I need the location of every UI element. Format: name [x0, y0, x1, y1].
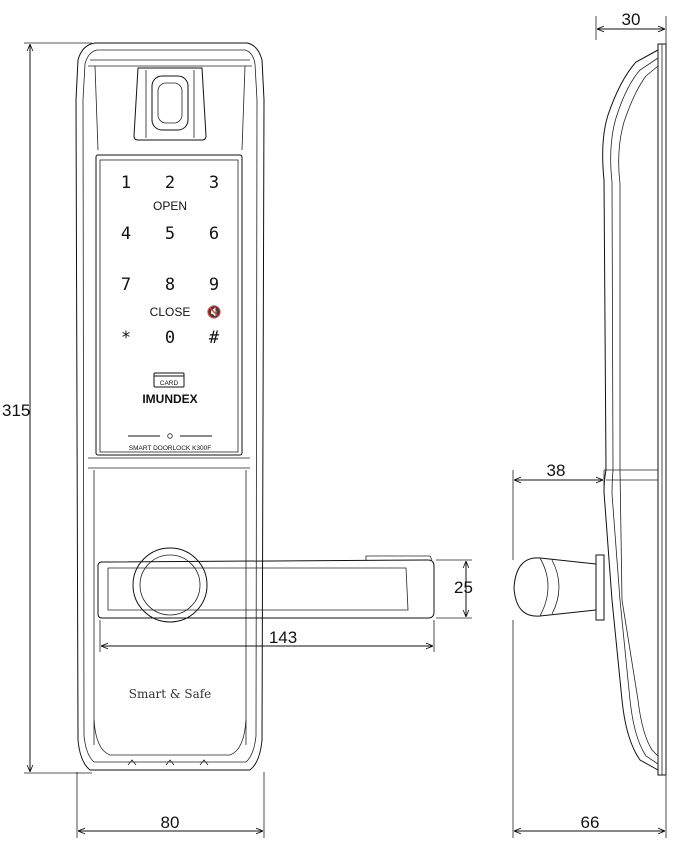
status-indicator [128, 433, 212, 439]
svg-text:38: 38 [547, 461, 566, 480]
dim-height: 315 [2, 42, 92, 774]
side-panel-joint [604, 469, 658, 481]
key-5[interactable]: 5 [165, 224, 175, 244]
svg-text:30: 30 [622, 10, 641, 29]
lower-body-curve [93, 719, 247, 756]
fingerprint-sensor[interactable] [133, 67, 207, 141]
key-4[interactable]: 4 [121, 224, 131, 244]
card-reader-icon: CARD [153, 372, 185, 388]
close-label: CLOSE [150, 305, 191, 319]
top-bevel [88, 59, 252, 67]
key-1[interactable]: 1 [121, 173, 131, 193]
top-bevel-sides [94, 65, 246, 151]
key-star[interactable]: * [121, 328, 131, 348]
svg-text:80: 80 [161, 813, 180, 832]
key-7[interactable]: 7 [121, 275, 131, 295]
lower-body-panel [93, 470, 247, 745]
open-label: OPEN [153, 199, 187, 213]
panel-bottom-band [88, 457, 250, 469]
keypad-keys: 1 2 3 OPEN 4 5 6 7 8 9 CLOSE 🔇 * 0 # [121, 173, 222, 348]
keypad-panel-inner [99, 159, 239, 453]
dim-handle-length: 143 [99, 620, 435, 652]
side-body-profile-inner2 [618, 65, 659, 757]
svg-text:CARD: CARD [160, 380, 179, 387]
dim-depth-total: 66 [512, 620, 667, 838]
key-9[interactable]: 9 [209, 275, 219, 295]
key-6[interactable]: 6 [209, 224, 219, 244]
front-body-outline [75, 42, 265, 771]
side-handle[interactable] [513, 554, 605, 621]
svg-text:66: 66 [581, 813, 600, 832]
dim-handle-height: 25 [436, 559, 473, 619]
key-0[interactable]: 0 [165, 328, 175, 348]
mute-icon[interactable]: 🔇 [207, 305, 222, 319]
model-label: SMART DOORLOCK K300F [129, 445, 212, 452]
keypad-panel [95, 154, 243, 456]
dim-depth-top: 30 [595, 10, 667, 44]
bottom-screws [127, 759, 209, 766]
key-2[interactable]: 2 [165, 173, 175, 193]
key-8[interactable]: 8 [165, 275, 175, 295]
dim-handle-projection: 38 [512, 461, 605, 560]
handle-rose [132, 547, 208, 623]
dim-width-front: 80 [76, 772, 265, 838]
front-body-inner-outline [82, 49, 258, 763]
slogan: Smart & Safe [129, 687, 212, 701]
key-3[interactable]: 3 [209, 173, 219, 193]
handle-lever[interactable] [97, 555, 435, 619]
key-hash[interactable]: # [209, 328, 220, 348]
handle-rose-inner [139, 554, 201, 616]
svg-text:143: 143 [269, 628, 297, 647]
side-view [513, 43, 667, 776]
svg-text:315: 315 [2, 401, 30, 420]
svg-text:25: 25 [454, 578, 473, 597]
brand-logo: IMUNDEX [142, 392, 197, 406]
front-view: 1 2 3 OPEN 4 5 6 7 8 9 CLOSE 🔇 * 0 # CAR… [75, 42, 435, 771]
